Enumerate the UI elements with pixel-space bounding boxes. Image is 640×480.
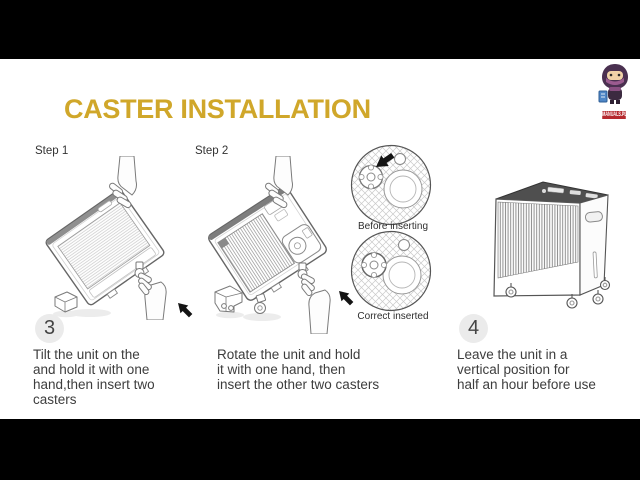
text-line: half an hour before use [457,377,596,392]
instruction-text-right: Leave the unit in a vertical position fo… [457,347,596,392]
caster-wheel [592,290,604,305]
step2-illustration [208,156,354,334]
instruction-text-left: Tilt the unit on the and hold it with on… [33,347,155,407]
detail-before-circle [350,144,432,226]
hand-bottom-right [137,272,167,320]
upright-unit-illustration [493,181,611,309]
brand-logo: MANUALS.PLUS [595,63,635,119]
step1-illustration [45,156,193,320]
caster-detail-illustration [350,144,432,312]
text-line: Leave the unit in a [457,347,568,362]
hand-top [265,156,293,209]
text-line: Tilt the unit on the [33,347,140,362]
text-line: hand,then insert two [33,377,155,392]
letterbox-bottom [0,419,640,480]
detail-arrow-icon [376,152,395,167]
caster-wheel [566,294,578,309]
text-line: it with one hand, then [217,362,346,377]
text-line: and hold it with one [33,362,150,377]
text-line: Rotate the unit and hold [217,347,361,362]
step-number-4: 4 [459,314,488,343]
brand-banner: MANUALS.PLUS [602,111,632,119]
step2-label: Step 2 [195,145,229,157]
hand-top [109,156,137,209]
insert-arrow-icon [339,291,354,306]
insert-arrow-icon [178,303,193,318]
detail-correct-circle [350,230,432,312]
caster-wheel [599,277,611,291]
text-line: casters [33,392,77,407]
text-line: insert the other two casters [217,377,380,392]
caster-wheel [505,283,517,298]
slide-content: CASTER INSTALLATION MANUALS.PLUS Step 1 … [0,59,640,419]
text-line: vertical position for [457,362,570,377]
foot-on-floor [214,285,243,313]
caster-on-floor [54,291,78,313]
letterbox-top [0,0,640,59]
caption-correct-inserted: Correct inserted [357,311,429,322]
caption-before-inserting: Before inserting [357,221,429,232]
caster-under-unit [254,293,267,314]
hand-bottom-right [300,273,331,334]
step-number-3: 3 [35,314,64,343]
step1-label: Step 1 [35,145,69,157]
instruction-text-middle: Rotate the unit and hold it with one han… [217,347,379,392]
ninja-mascot-icon [598,64,628,104]
page-title: CASTER INSTALLATION [64,94,371,124]
